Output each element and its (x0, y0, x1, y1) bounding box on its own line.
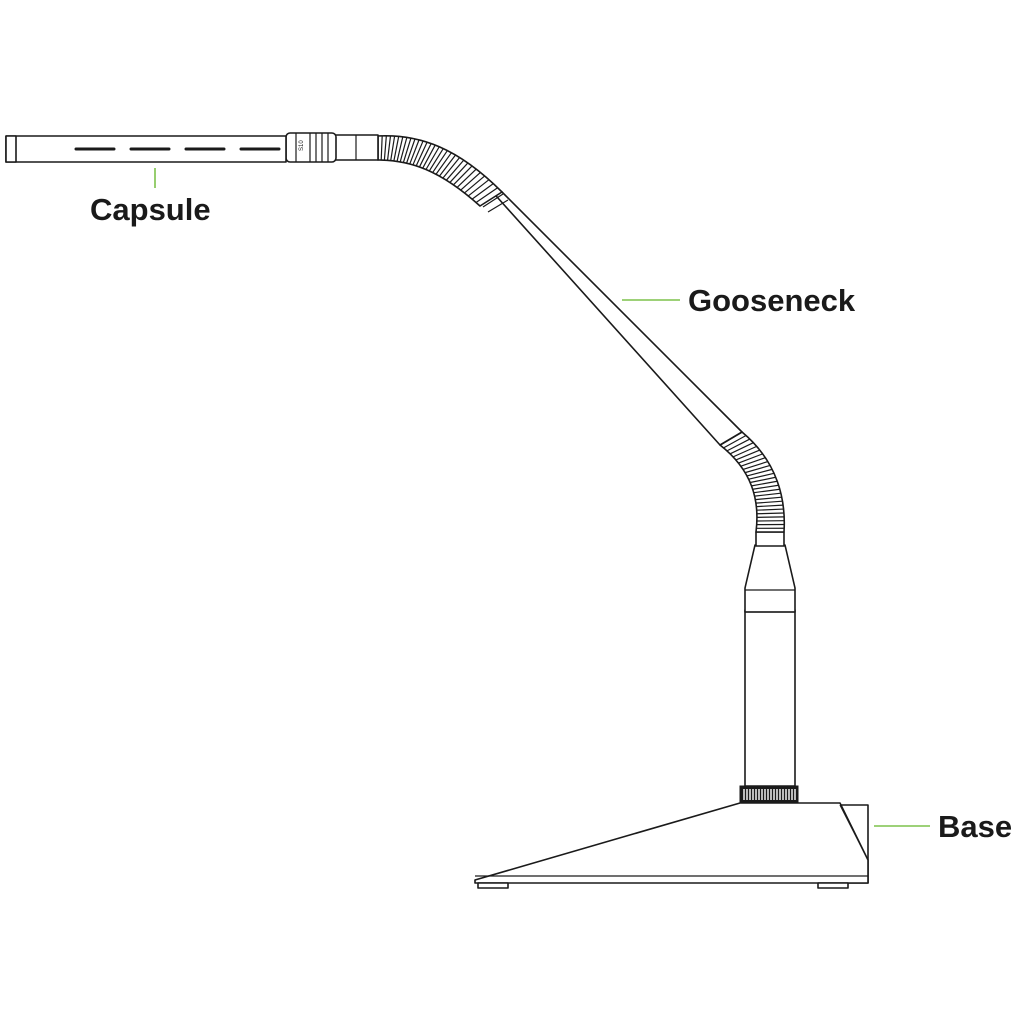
gooseneck-upper-flex (377, 135, 503, 207)
capsule-model-marking: S10 (299, 140, 305, 151)
capsule-body: S10 (5, 132, 379, 163)
gooseneck-post (744, 531, 796, 787)
base-label: Base (938, 809, 1012, 844)
gooseneck-label: Gooseneck (688, 283, 856, 318)
gooseneck-lower-flex (719, 431, 786, 533)
base-foot-right (817, 882, 849, 889)
base-body (474, 802, 869, 889)
base-foot-left (477, 882, 509, 889)
capsule-label: Capsule (90, 192, 211, 227)
base-lock-ring (739, 785, 799, 804)
